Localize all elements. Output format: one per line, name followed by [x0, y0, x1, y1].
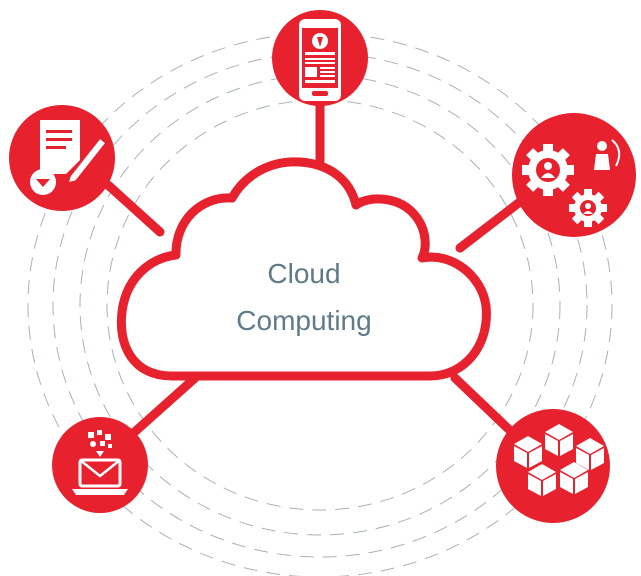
center-label-line2: Computing: [236, 305, 371, 336]
boxes-icon: [514, 424, 604, 496]
laptop-mail-icon: [72, 430, 128, 495]
mobile-phone-icon: [299, 19, 341, 101]
node-right: [512, 113, 636, 237]
node-bottom-left: [52, 417, 148, 513]
center-label-line1: Cloud: [267, 258, 340, 289]
cloud-shape: [116, 157, 491, 381]
connector-right: [455, 193, 530, 253]
node-top-left: [9, 105, 115, 211]
dashed-ring-4: [27, 32, 613, 576]
document-edit-icon: [30, 120, 108, 195]
node-top: [272, 10, 368, 106]
connector-top-left: [103, 180, 165, 237]
node-bottom-right: [496, 409, 610, 523]
connectors: [103, 93, 530, 450]
dashed-ring-1: [106, 99, 534, 511]
